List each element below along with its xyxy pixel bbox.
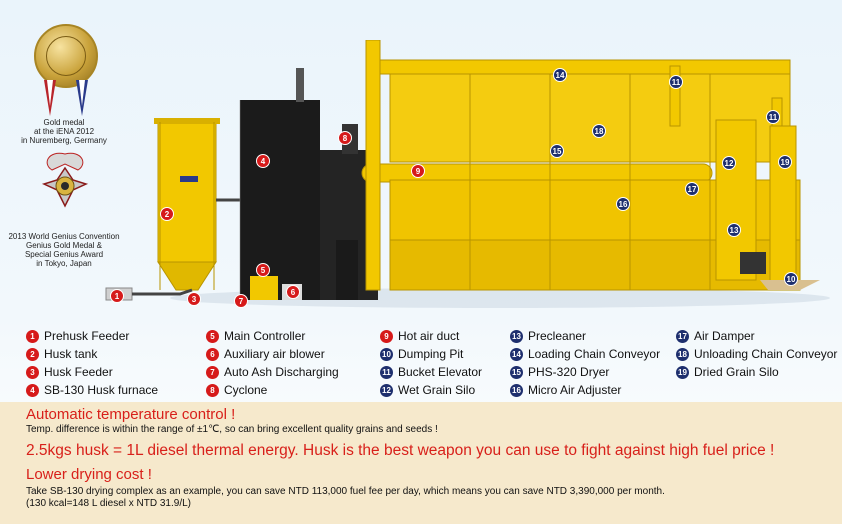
machine-badge-14: 14 (553, 68, 567, 82)
machine-badge-10: 10 (784, 272, 798, 286)
text-drying-cost-formula: (130 kcal=148 L diesel x NTD 31.9/L) (26, 498, 191, 509)
text-drying-cost: Take SB-130 drying complex as an example… (26, 486, 665, 497)
headline-husk-energy: 2.5kgs husk = 1L diesel thermal energy. … (26, 442, 775, 459)
machine-badge-15: 15 (550, 144, 564, 158)
ribbon-icon (44, 80, 56, 116)
headline-drying-cost: Lower drying cost ! (26, 466, 152, 483)
machine-badge-16: 16 (616, 197, 630, 211)
genius-award-caption: 2013 World Genius Convention Genius Gold… (8, 232, 120, 268)
machine-badge-1: 1 (110, 289, 124, 303)
machine-badge-7: 7 (234, 294, 248, 308)
gold-medal-caption: Gold medal at the iENA 2012 in Nuremberg… (21, 118, 107, 145)
machine-badge-12: 12 (722, 156, 736, 170)
machine-badge-8: 8 (338, 131, 352, 145)
machine-badge-9: 9 (411, 164, 425, 178)
husk-tank-illustration (154, 118, 220, 291)
text-temperature: Temp. difference is within the range of … (26, 424, 438, 435)
drying-complex-illustration (105, 40, 830, 308)
machine-badge-4: 4 (256, 154, 270, 168)
machine-badge-6: 6 (286, 285, 300, 299)
machine-badge-17: 17 (685, 182, 699, 196)
machine-badge-18: 18 (592, 124, 606, 138)
machine-badge-11: 11 (766, 110, 780, 124)
gold-medal-icon (34, 24, 98, 88)
machine-badge-2: 2 (160, 207, 174, 221)
ribbon-icon (76, 80, 88, 116)
machine-badge-19: 19 (778, 155, 792, 169)
machine-badge-3: 3 (187, 292, 201, 306)
genius-award-icon (41, 152, 89, 208)
machine-badge-11: 11 (669, 75, 683, 89)
info-panel: Automatic temperature control ! Temp. di… (0, 402, 842, 524)
headline-temperature: Automatic temperature control ! (26, 406, 236, 423)
machine-badge-5: 5 (256, 263, 270, 277)
machine-badge-13: 13 (727, 223, 741, 237)
